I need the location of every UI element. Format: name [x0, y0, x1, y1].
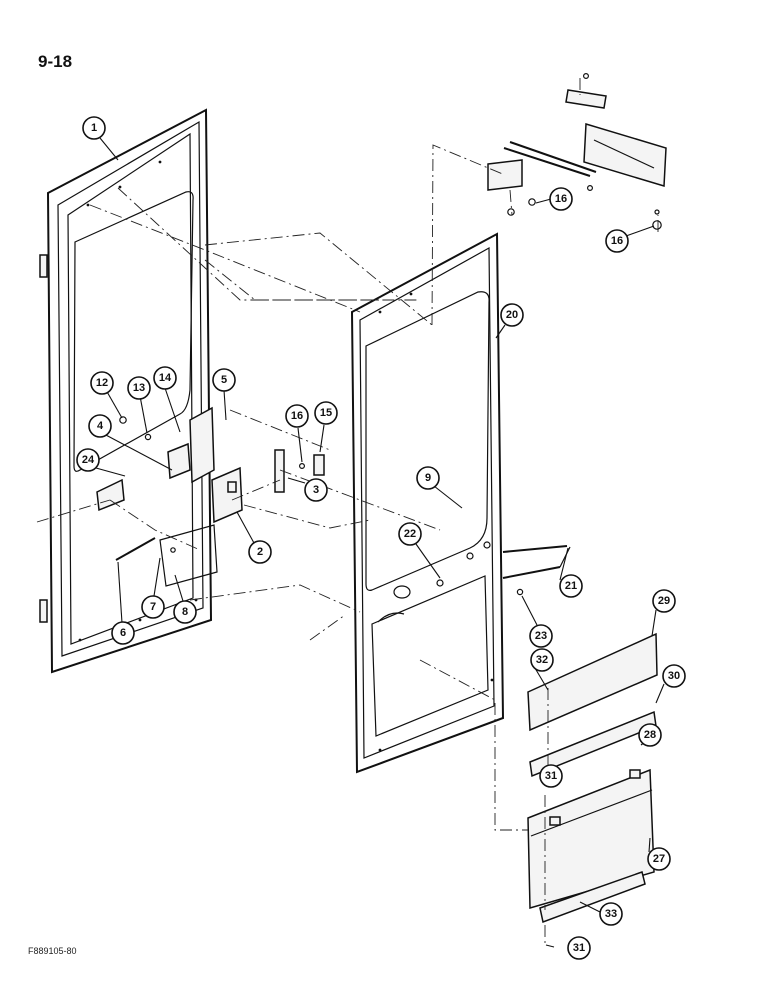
- callout-31-lower: 31: [567, 936, 591, 960]
- callout-21: 21: [559, 574, 583, 598]
- callout-22: 22: [398, 522, 422, 546]
- callout-label: 30: [668, 670, 680, 682]
- callout-label: 33: [605, 908, 617, 920]
- alignment-lines: [36, 78, 659, 945]
- callout-5: 5: [212, 368, 236, 392]
- callout-15: 15: [314, 401, 338, 425]
- callout-label: 27: [653, 853, 665, 865]
- callout-label: 7: [150, 601, 156, 613]
- page-number: 9-18: [38, 52, 73, 71]
- callout-label: 2: [257, 546, 263, 558]
- callout-31-upper: 31: [539, 764, 563, 788]
- callout-label: 3: [313, 484, 319, 496]
- callout-9: 9: [416, 466, 440, 490]
- figure-code: F889105-80: [28, 946, 77, 956]
- callout-16-latch: 16: [285, 404, 309, 428]
- latch-assembly: [96, 406, 243, 587]
- callout-24: 24: [76, 448, 100, 472]
- callout-label: 13: [133, 382, 145, 394]
- callout-28: 28: [638, 723, 662, 747]
- callout-label: 6: [120, 627, 126, 639]
- callout-4: 4: [88, 414, 112, 438]
- right-door: [350, 232, 505, 774]
- callout-23: 23: [529, 624, 553, 648]
- callout-label: 5: [221, 374, 227, 386]
- callout-label: 9: [425, 472, 431, 484]
- left-door: [39, 108, 213, 674]
- top-brackets: [487, 72, 667, 230]
- callout-1: 1: [82, 116, 106, 140]
- callout-3: 3: [304, 478, 328, 502]
- callout-30: 30: [662, 664, 686, 688]
- callout-13: 13: [127, 376, 151, 400]
- callout-label: 16: [555, 193, 567, 205]
- callout-12: 12: [90, 371, 114, 395]
- callout-label: 15: [320, 407, 332, 419]
- callout-label: 12: [96, 377, 108, 389]
- callout-2: 2: [248, 540, 272, 564]
- callout-20: 20: [500, 303, 524, 327]
- callout-14: 14: [153, 366, 177, 390]
- callout-label: 22: [404, 528, 416, 540]
- callout-33: 33: [599, 902, 623, 926]
- door-rod: [502, 545, 571, 596]
- callout-label: 21: [565, 580, 577, 592]
- callout-label: 8: [182, 606, 188, 618]
- lower-panels: [527, 632, 658, 924]
- callout-16-top-right: 16: [605, 229, 629, 253]
- callout-16-bracket: 16: [549, 187, 573, 211]
- callout-6: 6: [111, 621, 135, 645]
- callout-label: 31: [545, 770, 557, 782]
- callout-label: 14: [159, 372, 172, 384]
- callout-label: 4: [97, 420, 104, 432]
- striker-plates: [274, 449, 325, 493]
- callout-label: 29: [658, 595, 670, 607]
- callout-27: 27: [647, 847, 671, 871]
- callout-label: 16: [291, 410, 303, 422]
- callout-label: 28: [644, 729, 656, 741]
- callout-32: 32: [530, 648, 554, 672]
- callout-29: 29: [652, 589, 676, 613]
- callout-8: 8: [173, 600, 197, 624]
- callout-label: 20: [506, 309, 518, 321]
- callout-label: 24: [82, 454, 95, 466]
- callout-label: 1: [91, 122, 97, 134]
- callout-7: 7: [141, 595, 165, 619]
- leader-lines: [95, 137, 665, 948]
- callout-label: 23: [535, 630, 547, 642]
- callout-label: 32: [536, 654, 548, 666]
- callout-label: 31: [573, 942, 585, 954]
- callout-label: 16: [611, 235, 623, 247]
